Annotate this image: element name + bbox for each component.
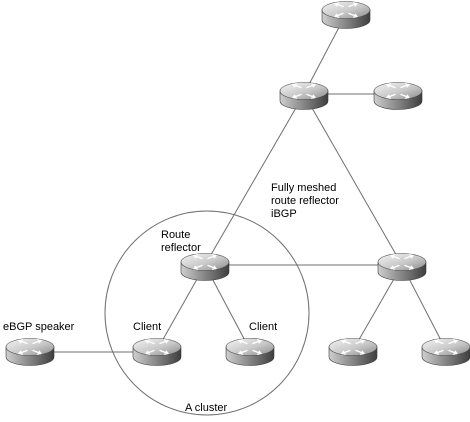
links <box>30 13 447 353</box>
router-bottom-left-icon <box>328 337 378 367</box>
router-bottom-right-icon <box>421 337 470 367</box>
label-client-left: Client <box>133 321 161 333</box>
link-reflector-top-to-reflector-right <box>303 93 403 266</box>
label-fully-meshed-line2: route reflector <box>271 195 339 207</box>
router-top-icon <box>321 0 371 30</box>
label-fully-meshed-line1: Fully meshed <box>271 182 336 194</box>
label-client-right: Client <box>249 321 277 333</box>
label-route-reflector-line1: Route <box>161 229 190 241</box>
router-client-right-icon <box>225 337 275 367</box>
cluster-boundary <box>104 210 310 416</box>
label-route-reflector-line2: reflector <box>161 242 201 254</box>
router-reflector-top-icon <box>279 81 329 111</box>
label-route-reflector: Route reflector <box>161 229 201 254</box>
link-reflector-top-to-reflector-left <box>204 93 305 266</box>
router-client-left-icon <box>132 337 182 367</box>
label-ebgp-speaker: eBGP speaker <box>3 321 75 333</box>
label-fully-meshed-line3: iBGP <box>271 208 297 220</box>
router-reflector-right-icon <box>377 252 427 282</box>
label-cluster: A cluster <box>185 402 228 414</box>
router-ebgp-speaker-icon <box>5 337 55 367</box>
router-route-reflector-icon <box>180 252 230 282</box>
label-fully-meshed: Fully meshed route reflector iBGP <box>271 182 339 220</box>
router-side-icon <box>373 81 423 111</box>
